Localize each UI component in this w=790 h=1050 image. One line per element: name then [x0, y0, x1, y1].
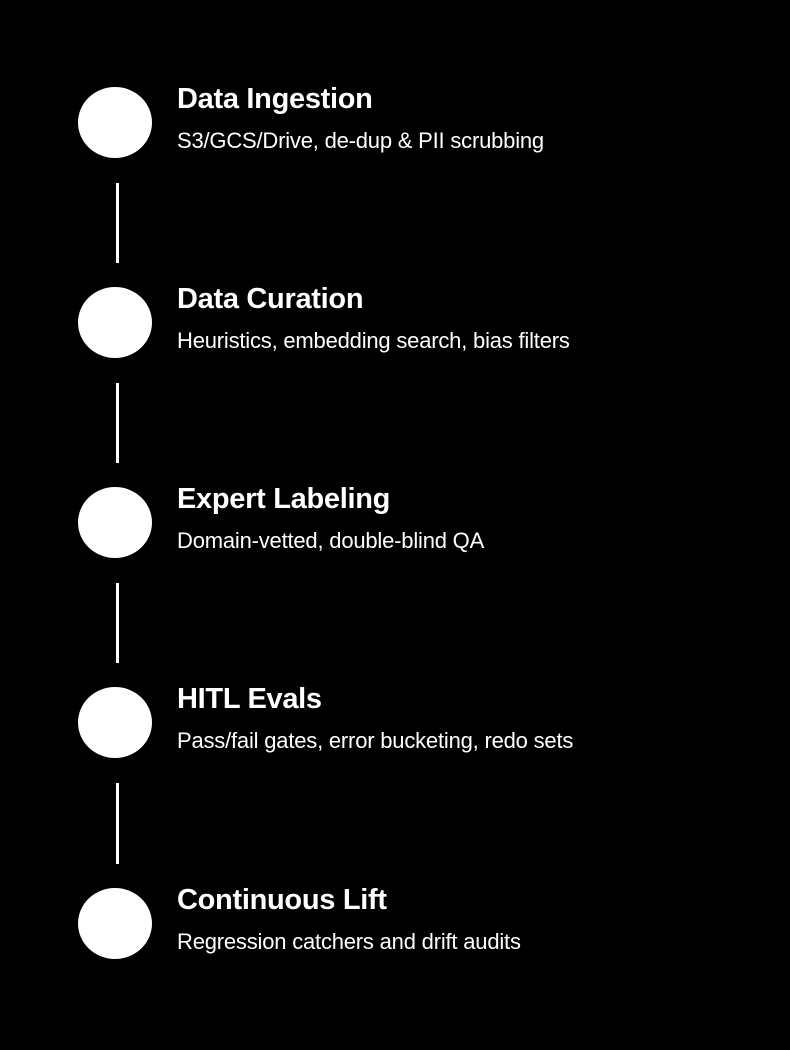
step-subtitle: Pass/fail gates, error bucketing, redo s…: [177, 728, 574, 753]
step-subtitle: Heuristics, embedding search, bias filte…: [177, 328, 570, 353]
step-text: Data Ingestion S3/GCS/Drive, de-dup & PI…: [177, 82, 544, 154]
step-marker-circle-icon: [78, 87, 152, 158]
step-text: HITL Evals Pass/fail gates, error bucket…: [177, 682, 573, 754]
connector-line: [116, 783, 119, 864]
connector-line: [116, 583, 119, 663]
step-marker-circle-icon: [78, 487, 152, 558]
step-subtitle: Regression catchers and drift audits: [177, 929, 521, 954]
step-title: Data Curation: [177, 283, 364, 315]
step-subtitle: Domain-vetted, double-blind QA: [177, 528, 485, 553]
step-title: Data Ingestion: [177, 83, 373, 115]
step-title: Expert Labeling: [177, 483, 391, 515]
connector-line: [116, 183, 119, 263]
step-marker-circle-icon: [78, 687, 152, 758]
step-title: HITL Evals: [177, 683, 322, 715]
connector-line: [116, 383, 119, 463]
timeline-step: HITL Evals Pass/fail gates, error bucket…: [78, 683, 573, 758]
timeline-step: Data Ingestion S3/GCS/Drive, de-dup & PI…: [78, 83, 544, 158]
timeline-step: Data Curation Heuristics, embedding sear…: [78, 283, 570, 358]
timeline-step: Expert Labeling Domain-vetted, double-bl…: [78, 483, 484, 558]
step-text: Data Curation Heuristics, embedding sear…: [177, 282, 570, 354]
step-marker-circle-icon: [78, 287, 152, 358]
step-subtitle: S3/GCS/Drive, de-dup & PII scrubbing: [177, 128, 544, 153]
timeline-step: Continuous Lift Regression catchers and …: [78, 884, 521, 959]
step-title: Continuous Lift: [177, 884, 387, 916]
step-text: Expert Labeling Domain-vetted, double-bl…: [177, 482, 484, 554]
step-text: Continuous Lift Regression catchers and …: [177, 883, 521, 955]
step-marker-circle-icon: [78, 888, 152, 959]
